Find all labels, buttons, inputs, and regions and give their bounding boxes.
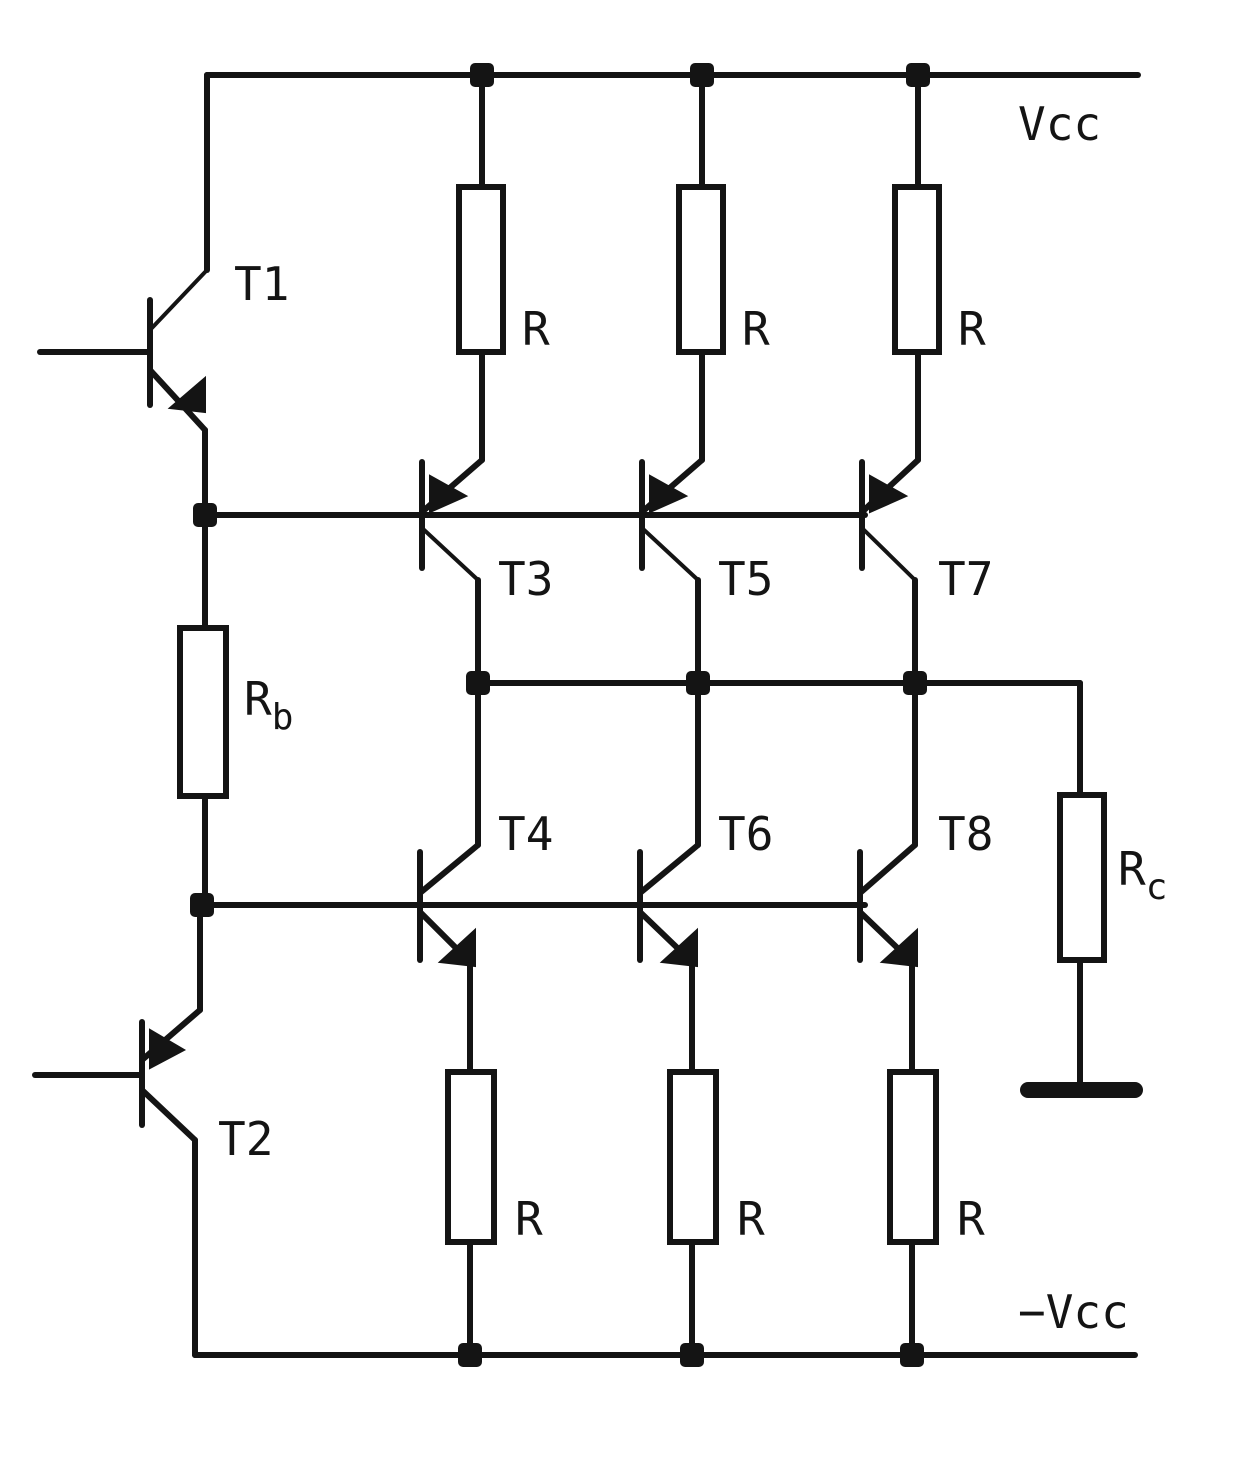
transistor-t8 — [857, 680, 939, 1358]
resistor-rb — [177, 625, 229, 799]
transistor-t2 — [32, 902, 203, 1358]
label-t2: T2 — [218, 1112, 273, 1166]
label-r-upper-3: R — [958, 302, 986, 356]
label-t8: T8 — [938, 807, 993, 861]
upper-resistor-2 — [676, 72, 726, 463]
vcc-label: Vcc — [1018, 97, 1101, 151]
label-r-lower-2: R — [737, 1192, 765, 1246]
label-r-upper-1: R — [522, 302, 550, 356]
label-t4: T4 — [498, 807, 553, 861]
label-t5: T5 — [718, 552, 773, 606]
transistor-t4 — [417, 680, 497, 1358]
transistor-t5 — [639, 457, 705, 686]
t2-emitter-arrow — [149, 1028, 187, 1070]
transistor-t1 — [37, 72, 210, 518]
label-r-lower-3: R — [957, 1192, 985, 1246]
label-r-upper-2: R — [742, 302, 770, 356]
label-t7: T7 — [938, 552, 993, 606]
transistor-t6 — [637, 680, 719, 1358]
transistor-t7 — [859, 457, 921, 686]
upper-resistor-1 — [456, 72, 506, 463]
t1-emitter-arrow — [167, 375, 206, 414]
transistor-t3 — [419, 457, 485, 686]
label-t3: T3 — [498, 552, 553, 606]
upper-resistor-3 — [892, 72, 942, 463]
label-rc: Rc — [1118, 842, 1167, 908]
resistor-rc — [1057, 792, 1107, 963]
label-t1: T1 — [234, 257, 289, 311]
label-t6: T6 — [718, 807, 773, 861]
label-r-lower-1: R — [515, 1192, 543, 1246]
label-rb: Rb — [244, 672, 293, 738]
junction-dots — [190, 63, 930, 1367]
neg-vcc-label: −Vcc — [1018, 1285, 1129, 1339]
